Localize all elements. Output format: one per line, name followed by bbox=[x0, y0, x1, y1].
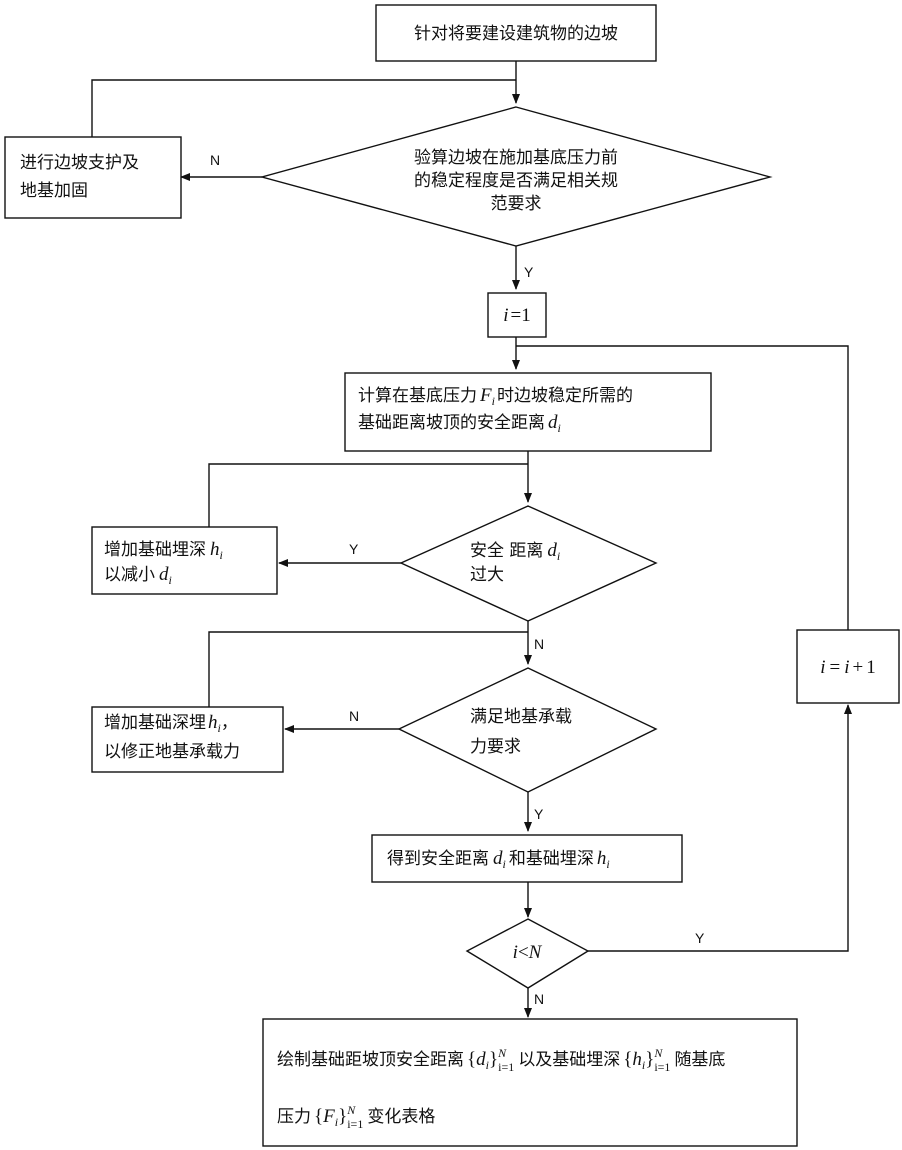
label-bearing-no: N bbox=[349, 708, 359, 724]
compute-line-2: 基础距离坡顶的安全距离di bbox=[358, 412, 561, 435]
increment-node: i=i+1 bbox=[797, 630, 899, 703]
increase-depth-bearing-node: 增加基础深埋hi， 以修正地基承载力 bbox=[92, 707, 283, 772]
start-node: 针对将要建设建筑物的边坡 bbox=[376, 5, 656, 61]
bearing-line-2: 力要求 bbox=[470, 737, 521, 757]
reinforce-node: 进行边坡支护及 地基加固 bbox=[5, 137, 181, 218]
reinforce-line-2: 地基加固 bbox=[20, 181, 88, 201]
label-cond-no: N bbox=[534, 991, 544, 1007]
label-check-no: N bbox=[210, 152, 220, 168]
label-dist-yes: Y bbox=[349, 541, 359, 557]
output-node: 绘制基础距坡顶安全距离{di}Ni=1以及基础埋深{hi}Ni=1随基底 压力{… bbox=[263, 1019, 797, 1146]
distance-too-large-decision: 安全 距离di 过大 bbox=[401, 506, 656, 621]
label-check-yes: Y bbox=[524, 264, 534, 280]
increase-depth-1-line-2: 以减小di bbox=[104, 564, 172, 587]
output-line-1: 绘制基础距坡顶安全距离{di}Ni=1以及基础埋深{hi}Ni=1随基底 bbox=[277, 1046, 725, 1074]
increase-depth-2-line-2: 以修正地基承载力 bbox=[104, 742, 240, 762]
increment-text: i=i+1 bbox=[820, 657, 876, 678]
result-node: 得到安全距离di和基础埋深hi bbox=[372, 835, 682, 882]
check-stability-line-3: 范要求 bbox=[491, 194, 542, 214]
compute-node: 计算在基底压力Fi时边坡稳定所需的 基础距离坡顶的安全距离di bbox=[345, 373, 711, 451]
label-dist-no: N bbox=[534, 636, 544, 652]
reinforce-line-1: 进行边坡支护及 bbox=[20, 153, 139, 173]
check-stability-line-2: 的稳定程度是否满足相关规 bbox=[414, 171, 618, 191]
label-bearing-yes: Y bbox=[534, 806, 544, 822]
distance-line-2: 过大 bbox=[470, 565, 504, 585]
check-stability-decision: 验算边坡在施加基底压力前 的稳定程度是否满足相关规 范要求 bbox=[262, 107, 770, 246]
bearing-line-1: 满足地基承载 bbox=[470, 707, 572, 727]
init-i-text: i=1 bbox=[503, 305, 531, 326]
distance-line-1: 安全 距离di bbox=[470, 540, 560, 563]
start-node-text: 针对将要建设建筑物的边坡 bbox=[414, 24, 618, 44]
loop-condition-text: i<N bbox=[513, 942, 543, 963]
edge-depth1-loopback bbox=[209, 464, 528, 527]
init-i-node: i=1 bbox=[488, 293, 546, 337]
check-stability-line-1: 验算边坡在施加基底压力前 bbox=[414, 148, 618, 168]
increase-depth-1-line-1: 增加基础埋深hi bbox=[104, 539, 223, 562]
loop-condition-decision: i<N bbox=[467, 919, 588, 988]
bearing-capacity-decision: 满足地基承载 力要求 bbox=[399, 668, 656, 792]
result-text: 得到安全距离di和基础埋深hi bbox=[387, 848, 610, 871]
label-cond-yes: Y bbox=[695, 930, 705, 946]
increase-depth-reduce-node: 增加基础埋深hi 以减小di bbox=[92, 527, 277, 594]
